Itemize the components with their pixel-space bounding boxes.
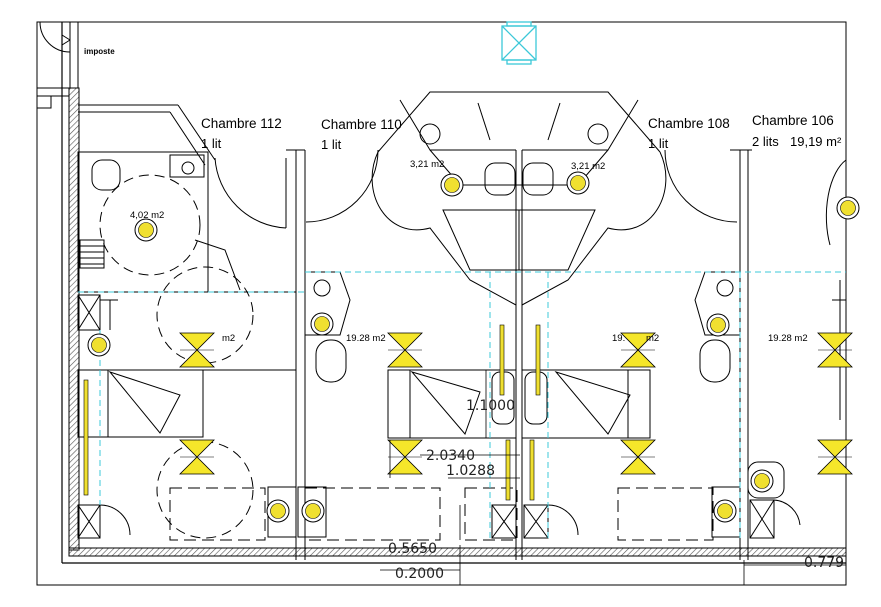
dimension-3: 1.0288 [446, 463, 495, 479]
room-110-area: 19.28 m2 [346, 333, 386, 344]
room-112-area: m2 [222, 333, 235, 344]
light-fixture [706, 313, 730, 337]
room-110-beds: 1 lit [321, 137, 342, 152]
imposte-label: imposte [84, 47, 115, 56]
bowtie-symbol [817, 332, 853, 368]
room-106-area-small: 19.28 m2 [768, 333, 808, 344]
bowtie-symbol [179, 439, 215, 475]
room-106-name: Chambre 106 [752, 113, 834, 128]
reference-lines [78, 271, 846, 540]
bowtie-symbol [620, 332, 656, 368]
light-fixture [836, 196, 860, 220]
room-110-name: Chambre 110 [321, 117, 402, 132]
room-110-furniture [267, 271, 518, 541]
dimension-2: 2.0340 [426, 448, 475, 464]
central-bathrooms [371, 91, 667, 306]
yellow-strips [83, 324, 541, 501]
dimension-1: 1.1000 [466, 398, 515, 414]
room-112-furniture [77, 266, 296, 541]
bowtie-symbol [387, 439, 423, 475]
light-fixture [134, 218, 158, 242]
light-fixture [301, 499, 325, 523]
light-fixture [750, 469, 774, 493]
light-fixtures [87, 171, 860, 523]
room-112-name: Chambre 112 [201, 116, 282, 131]
bathroom-112 [77, 151, 241, 293]
bowtie-symbol [179, 332, 215, 368]
dimension-4: 0.5650 [388, 541, 437, 557]
bowtie-symbol [817, 439, 853, 475]
bowtie-symbol [620, 439, 656, 475]
light-fixture [566, 171, 590, 195]
light-fixture [310, 312, 334, 336]
room-108-area-a: 19. [612, 333, 625, 344]
room-106-area: 19,19 m² [790, 134, 842, 149]
bowtie-symbol [387, 332, 423, 368]
room-108-area-b: m2 [646, 333, 659, 344]
light-fixture [440, 173, 464, 197]
drawing-frame [36, 21, 847, 586]
door-swings [214, 149, 847, 246]
room-106-beds: 2 lits [752, 134, 779, 149]
light-fixture [266, 499, 290, 523]
room-106-furniture [747, 280, 846, 539]
dimension-5: 0.2000 [395, 566, 444, 582]
dimension-lines [380, 369, 846, 585]
corridor-entrance [39, 21, 79, 88]
light-fixture [87, 333, 111, 357]
room-108-name: Chambre 108 [648, 116, 730, 131]
room-112-beds: 1 lit [201, 136, 222, 151]
bath-110-area: 3,21 m2 [410, 159, 444, 170]
skylight-symbol [501, 21, 537, 65]
light-fixture [713, 499, 737, 523]
room-108-beds: 1 lit [648, 136, 669, 151]
dimension-6: 0.779 [804, 555, 844, 571]
bowtie-symbols [179, 332, 853, 475]
room-108-furniture [521, 271, 741, 541]
bath-left-area: 4,02 m2 [130, 210, 164, 221]
bath-108-area: 3,21 m2 [571, 161, 605, 172]
